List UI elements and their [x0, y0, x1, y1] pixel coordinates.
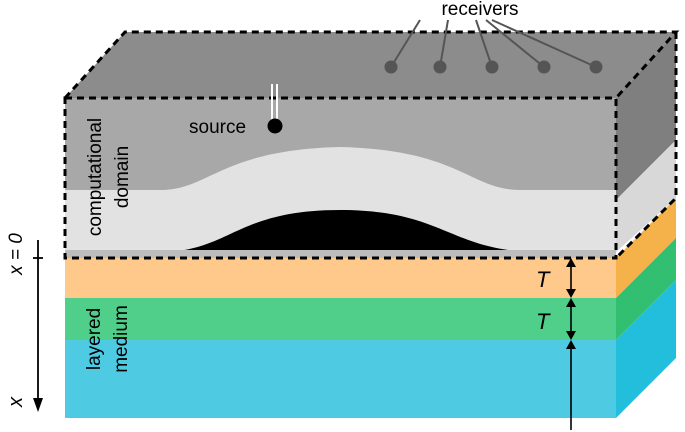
- right-side-face-green: [616, 238, 676, 340]
- right-side-face-blue: [616, 280, 676, 418]
- layered-medium-label-line2: medium: [111, 305, 132, 373]
- source-marker: [267, 118, 283, 134]
- axis-origin-label: x = 0: [6, 233, 27, 276]
- black-anomaly: [160, 210, 540, 252]
- thickness-label-2: T: [536, 309, 551, 334]
- right-side-face-orange: [616, 198, 676, 298]
- top-face: [65, 32, 676, 98]
- receiver-marker: [433, 60, 447, 74]
- source-label: source: [189, 117, 246, 138]
- receivers-label: receivers: [441, 0, 518, 20]
- receiver-marker: [537, 60, 551, 74]
- layer-orange: [65, 258, 616, 298]
- domain-bottom-strip: [65, 250, 616, 258]
- domain-lower-layer: [65, 147, 616, 252]
- computational-domain-label-line2: domain: [112, 146, 133, 208]
- layer-blue: [65, 340, 616, 418]
- layer-green: [65, 298, 616, 340]
- right-side-face-light: [616, 140, 676, 252]
- thickness-arrows: [566, 258, 576, 430]
- receivers-group: [390, 19, 597, 68]
- source-antenna: [271, 84, 278, 120]
- computational-domain-label-line1: computational: [85, 118, 106, 236]
- right-side-face-upper: [616, 32, 676, 200]
- thickness-label-1: T: [536, 267, 551, 292]
- layered-medium-label-line1: layered: [84, 308, 105, 370]
- receiver-marker: [485, 60, 499, 74]
- receiver-marker: [589, 60, 603, 74]
- axis-name-label: x: [5, 396, 27, 408]
- depth-axis: [33, 240, 43, 412]
- receiver-marker: [384, 60, 398, 74]
- computational-domain-outline: [63, 30, 680, 260]
